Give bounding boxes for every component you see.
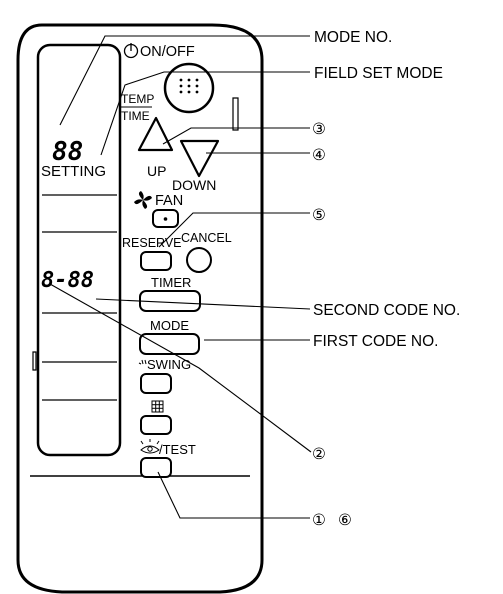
on-off-label: ON/OFF bbox=[140, 44, 195, 60]
callout-second-code-no: SECOND CODE NO. bbox=[313, 302, 460, 319]
callout-2: ② bbox=[312, 446, 326, 463]
reserve-button[interactable] bbox=[140, 251, 172, 271]
side-notch-left bbox=[32, 351, 37, 371]
fan-button-dot bbox=[163, 217, 168, 221]
setting-label: SETTING bbox=[41, 163, 106, 180]
callout-mode-no: MODE NO. bbox=[314, 29, 392, 46]
mode-label: MODE bbox=[150, 318, 189, 333]
grid-icon bbox=[151, 400, 164, 413]
swing-label: SWING bbox=[147, 357, 191, 372]
temp-label: TEMP bbox=[121, 92, 154, 106]
cancel-button[interactable] bbox=[186, 247, 212, 273]
lcd-code-number: 8-88 bbox=[41, 268, 94, 293]
on-off-button-grille bbox=[179, 78, 199, 94]
test-button[interactable] bbox=[140, 457, 172, 478]
callout-field-set-mode: FIELD SET MODE bbox=[314, 65, 443, 82]
lcd-mode-number: 88 bbox=[52, 137, 83, 167]
leader-lines bbox=[49, 35, 312, 519]
on-off-button[interactable] bbox=[163, 62, 215, 114]
lcd-display-window bbox=[36, 43, 122, 457]
grid-button[interactable] bbox=[140, 415, 172, 435]
down-button[interactable] bbox=[179, 139, 220, 178]
callout-6: ⑥ bbox=[338, 512, 352, 529]
mode-button[interactable] bbox=[139, 333, 200, 355]
callout-3: ③ bbox=[312, 121, 326, 138]
fan-icon bbox=[134, 191, 152, 209]
timer-label: TIMER bbox=[151, 275, 191, 290]
swing-icon bbox=[138, 359, 147, 365]
swing-button[interactable] bbox=[140, 373, 172, 394]
inspection-eye-icon bbox=[140, 439, 160, 454]
side-notch-right bbox=[232, 97, 239, 131]
fan-label: FAN bbox=[155, 193, 183, 209]
reserve-label: RESERVE bbox=[122, 236, 182, 250]
callout-5: ⑤ bbox=[312, 207, 326, 224]
time-label: TIME bbox=[121, 109, 150, 123]
down-label: DOWN bbox=[172, 177, 216, 193]
callout-1: ① bbox=[312, 512, 326, 529]
up-button[interactable] bbox=[137, 116, 174, 152]
up-label: UP bbox=[147, 163, 166, 179]
callout-4: ④ bbox=[312, 147, 326, 164]
cancel-label: CANCEL bbox=[181, 231, 232, 245]
callout-first-code-no: FIRST CODE NO. bbox=[313, 333, 438, 350]
remote-body-outline bbox=[16, 23, 264, 594]
test-label: /TEST bbox=[159, 442, 196, 457]
